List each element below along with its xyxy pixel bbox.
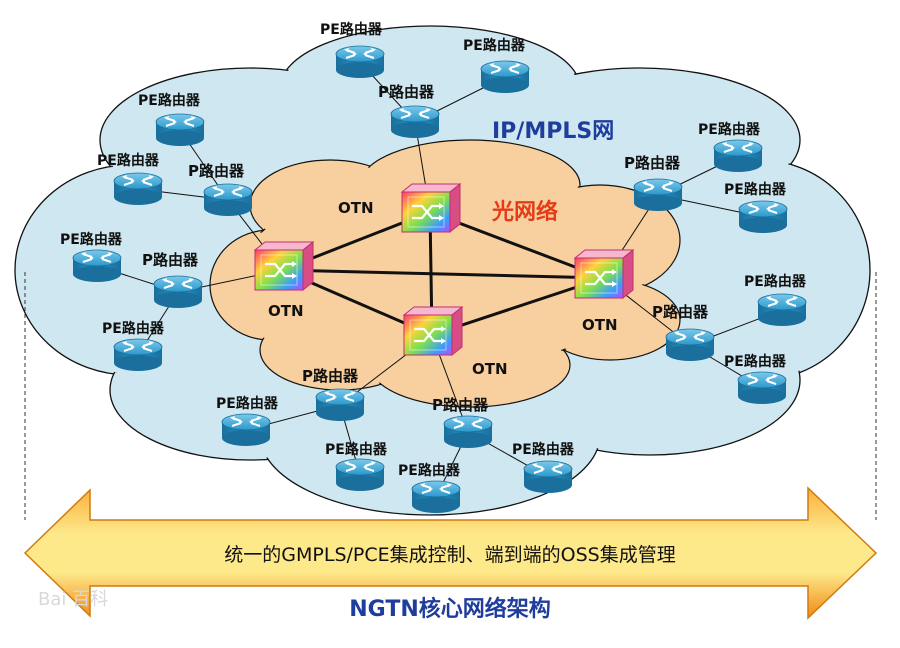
otn-label: OTN	[472, 360, 508, 378]
otn-switch-icon	[573, 248, 635, 300]
pe-router-label: PE路由器	[325, 441, 388, 458]
scope-arrow: 统一的GMPLS/PCE集成控制、端到端的OSS集成管理	[23, 486, 878, 620]
pe-router-label: PE路由器	[463, 37, 526, 54]
arrow-caption: 统一的GMPLS/PCE集成控制、端到端的OSS集成管理	[224, 544, 675, 566]
router-icon	[443, 415, 493, 449]
otn-label: OTN	[268, 302, 304, 320]
pe-router-label: PE路由器	[698, 121, 761, 138]
otn-label: OTN	[582, 316, 618, 334]
optical-network-label: 光网络	[491, 199, 558, 225]
otn-switch-icon	[402, 305, 464, 357]
p-router-label: P路由器	[624, 154, 681, 172]
router-icon	[738, 200, 788, 234]
router-icon	[411, 480, 461, 514]
router-icon	[335, 45, 385, 79]
otn-switch-icon	[253, 240, 315, 292]
pe-router-label: PE路由器	[724, 181, 787, 198]
p-router-label: P路由器	[378, 83, 435, 101]
router-labels: PE路由器 PE路由器 P路由器 PE路由器 PE路由器 P路由器 PE路由器 …	[60, 21, 807, 479]
router-icon	[737, 371, 787, 405]
p-router-label: P路由器	[188, 162, 245, 180]
router-icon	[153, 275, 203, 309]
otn-switch-icon	[400, 182, 462, 234]
pe-router-label: PE路由器	[138, 92, 201, 109]
router-icon	[633, 178, 683, 212]
p-router-label: P路由器	[432, 396, 489, 414]
router-icon	[523, 460, 573, 494]
pe-router-label: PE路由器	[97, 152, 160, 169]
router-icon	[390, 105, 440, 139]
pe-router-label: PE路由器	[398, 462, 461, 479]
router-icon	[757, 293, 807, 327]
router-icon	[203, 183, 253, 217]
extent-lines	[24, 272, 877, 520]
otn-label: OTN	[338, 199, 374, 217]
p-router-label: P路由器	[652, 303, 709, 321]
pe-router-label: PE路由器	[724, 353, 787, 370]
otn-labels: OTN OTN OTN OTN	[268, 199, 618, 378]
footer-title: NGTN核心网络架构	[349, 596, 551, 622]
router-icon	[72, 249, 122, 283]
pe-router-label: PE路由器	[512, 441, 575, 458]
router-icon	[113, 172, 163, 206]
pe-router-label: PE路由器	[744, 273, 807, 290]
router-icon	[713, 139, 763, 173]
router-icon	[221, 413, 271, 447]
pe-router-label: PE路由器	[320, 21, 383, 38]
p-router-label: P路由器	[142, 251, 199, 269]
router-icon	[315, 388, 365, 422]
router-icon	[665, 328, 715, 362]
router-icon	[113, 338, 163, 372]
router-icon	[155, 113, 205, 147]
pe-router-label: PE路由器	[60, 231, 123, 248]
pe-router-label: PE路由器	[102, 320, 165, 337]
router-icon	[335, 458, 385, 492]
router-icon	[480, 60, 530, 94]
p-router-label: P路由器	[302, 367, 359, 385]
ip-mpls-network-label: IP/MPLS网	[492, 119, 614, 144]
watermark: Bai 百科	[38, 589, 108, 610]
pe-router-label: PE路由器	[216, 395, 279, 412]
